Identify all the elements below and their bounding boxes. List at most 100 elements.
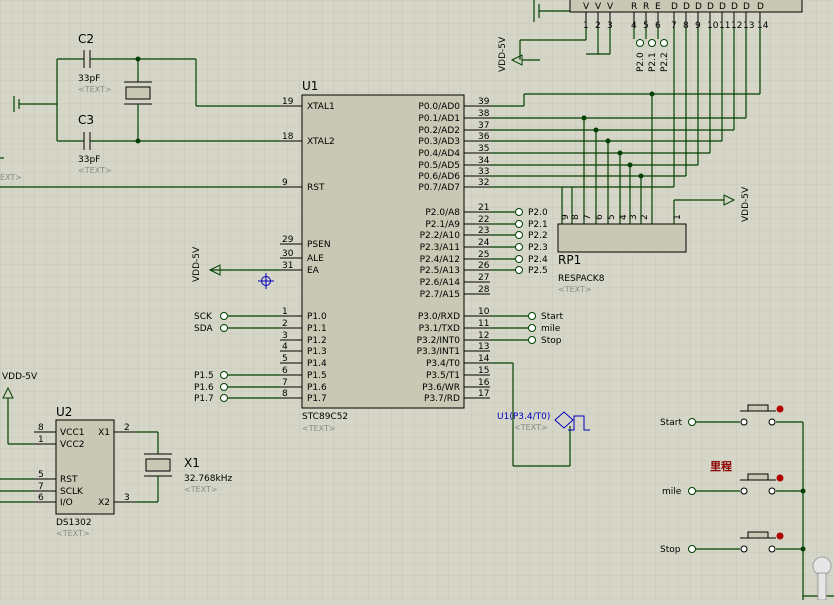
lcd-pin-number: 14 bbox=[757, 21, 769, 31]
lcd-pin-letter: V bbox=[607, 2, 614, 12]
x1-ref: X1 bbox=[184, 456, 200, 470]
u1-pin-name: P0.6/AD6 bbox=[418, 172, 460, 182]
lcd-ctrl-label: P2.2 bbox=[660, 52, 670, 72]
u1-pin-number: 4 bbox=[282, 342, 288, 352]
term-mile-p31: mile bbox=[541, 324, 561, 334]
u1-pin-name: P2.2/A10 bbox=[420, 231, 461, 241]
u1-pin-number: 19 bbox=[282, 97, 294, 107]
u1-pin-number: 32 bbox=[478, 178, 489, 188]
u1-pin-number: 37 bbox=[478, 121, 489, 131]
u1-pin-name: P0.4/AD4 bbox=[418, 149, 460, 159]
lcd-ctrl-label: P2.0 bbox=[636, 52, 646, 72]
rp1-pin-number: 4 bbox=[619, 214, 629, 220]
u2-pin-number: 7 bbox=[38, 482, 44, 492]
lcd-pin-number: 8 bbox=[683, 21, 689, 31]
u1-pin-name: EA bbox=[307, 266, 320, 276]
rp1-pin-number: 8 bbox=[571, 214, 581, 220]
lcd-pin-letter: V bbox=[583, 2, 590, 12]
lcd-ctrl-label: P2.1 bbox=[648, 52, 658, 72]
lcd-pin-number: 12 bbox=[731, 21, 742, 31]
lcd-pin-number: 10 bbox=[707, 21, 719, 31]
u1-pin-name: P0.2/AD2 bbox=[418, 126, 460, 136]
lcd-pin-number: 13 bbox=[743, 21, 754, 31]
lcd-pin-letter: V bbox=[595, 2, 602, 12]
u1-pin-name: P0.7/AD7 bbox=[418, 183, 460, 193]
u1-pin-number: 13 bbox=[478, 342, 489, 352]
u1-pin-number: 35 bbox=[478, 144, 489, 154]
probe-text-placeholder: <TEXT> bbox=[514, 423, 548, 432]
u1-pin-name: P1.0 bbox=[307, 312, 327, 322]
lcd-pin-number: 1 bbox=[583, 21, 589, 31]
u2-pin-number: 2 bbox=[124, 423, 130, 433]
u1-pin-name: PSEN bbox=[307, 240, 331, 250]
lcd-pin-letter: R bbox=[643, 2, 649, 12]
term-p24: P2.4 bbox=[528, 255, 548, 265]
u1-pin-name: P0.3/AD3 bbox=[418, 137, 460, 147]
u1-pin-number: 21 bbox=[478, 203, 489, 213]
u2-pin-number: 3 bbox=[124, 493, 130, 503]
button-label-mile: mile bbox=[662, 487, 682, 497]
x1-text-placeholder: <TEXT> bbox=[184, 485, 218, 494]
u1-pin-number: 9 bbox=[282, 178, 288, 188]
u1-pin-number: 24 bbox=[478, 238, 490, 248]
lcd-pin-number: 2 bbox=[595, 21, 601, 31]
probe-label: U1(P3.4/T0) bbox=[497, 412, 550, 422]
u2-pin-number: 1 bbox=[38, 435, 44, 445]
u1-pin-name: ALE bbox=[307, 254, 324, 264]
u1-pin-name: P1.6 bbox=[307, 383, 327, 393]
lcd-pin-number: 3 bbox=[607, 21, 613, 31]
u1-pin-name: P1.7 bbox=[307, 394, 327, 404]
u1-pin-number: 8 bbox=[282, 389, 288, 399]
c3-ref: C3 bbox=[78, 113, 94, 127]
u1-pin-number: 7 bbox=[282, 378, 288, 388]
term-p15: P1.5 bbox=[194, 371, 214, 381]
term-p22: P2.2 bbox=[528, 231, 548, 241]
u2-pin-name: I/O bbox=[60, 498, 73, 508]
u1-pin-name: XTAL1 bbox=[307, 102, 335, 112]
u1-pin-number: 39 bbox=[478, 97, 490, 107]
c2-value: 33pF bbox=[78, 74, 100, 84]
rp1-ref: RP1 bbox=[558, 253, 581, 267]
u1-pin-number: 3 bbox=[282, 331, 288, 341]
vdd-label-lcd: VDD-5V bbox=[498, 36, 508, 72]
u1-pin-name: P2.0/A8 bbox=[425, 208, 460, 218]
u1-pin-number: 25 bbox=[478, 250, 489, 260]
lcd-pin-number: 4 bbox=[631, 21, 637, 31]
u1-pin-name: P1.4 bbox=[307, 359, 327, 369]
lcd-pin-number: 7 bbox=[671, 21, 677, 31]
lcd-pin-number: 5 bbox=[643, 21, 649, 31]
u1-part: STC89C52 bbox=[302, 412, 348, 422]
u1-ref: U1 bbox=[302, 79, 318, 93]
u2-ref: U2 bbox=[56, 405, 72, 419]
u1-pin-name: P3.6/WR bbox=[422, 383, 460, 393]
u1-pin-name: P2.3/A11 bbox=[420, 243, 460, 253]
c2-text-placeholder: <TEXT> bbox=[78, 85, 112, 94]
u1-pin-name: P1.3 bbox=[307, 347, 327, 357]
term-p20: P2.0 bbox=[528, 208, 548, 218]
u2-text-placeholder: <TEXT> bbox=[56, 529, 90, 538]
vdd-label-rp1: VDD-5V bbox=[741, 186, 751, 222]
u1-pin-name: P1.5 bbox=[307, 371, 327, 381]
term-p17: P1.7 bbox=[194, 394, 214, 404]
chinese-label-mileage: 里程 bbox=[710, 459, 732, 473]
rp1-pin-number: 5 bbox=[607, 214, 617, 220]
lcd-pin-letter: D bbox=[719, 2, 726, 12]
term-p25: P2.5 bbox=[528, 266, 548, 276]
lcd-pin-letter: E bbox=[655, 2, 661, 12]
rp1-pin-number: 1 bbox=[673, 214, 683, 220]
u1-pin-name: P1.2 bbox=[307, 336, 327, 346]
u1-pin-number: 15 bbox=[478, 366, 489, 376]
u2-pin-name: RST bbox=[60, 475, 78, 485]
lcd-pin-letter: D bbox=[757, 2, 764, 12]
lcd-pin-letter: D bbox=[683, 2, 690, 12]
u1-pin-name: P3.1/TXD bbox=[419, 324, 460, 334]
u1-pin-name: P3.3/INT1 bbox=[417, 347, 460, 357]
u1-pin-name: P2.6/A14 bbox=[420, 278, 461, 288]
rp1-pin-number: 7 bbox=[583, 214, 593, 220]
vdd-label-ea: VDD-5V bbox=[192, 246, 202, 282]
u1-pin-name: P0.5/AD5 bbox=[418, 161, 460, 171]
u1-pin-number: 6 bbox=[282, 366, 288, 376]
u1-pin-name: P3.4/T0 bbox=[426, 359, 460, 369]
